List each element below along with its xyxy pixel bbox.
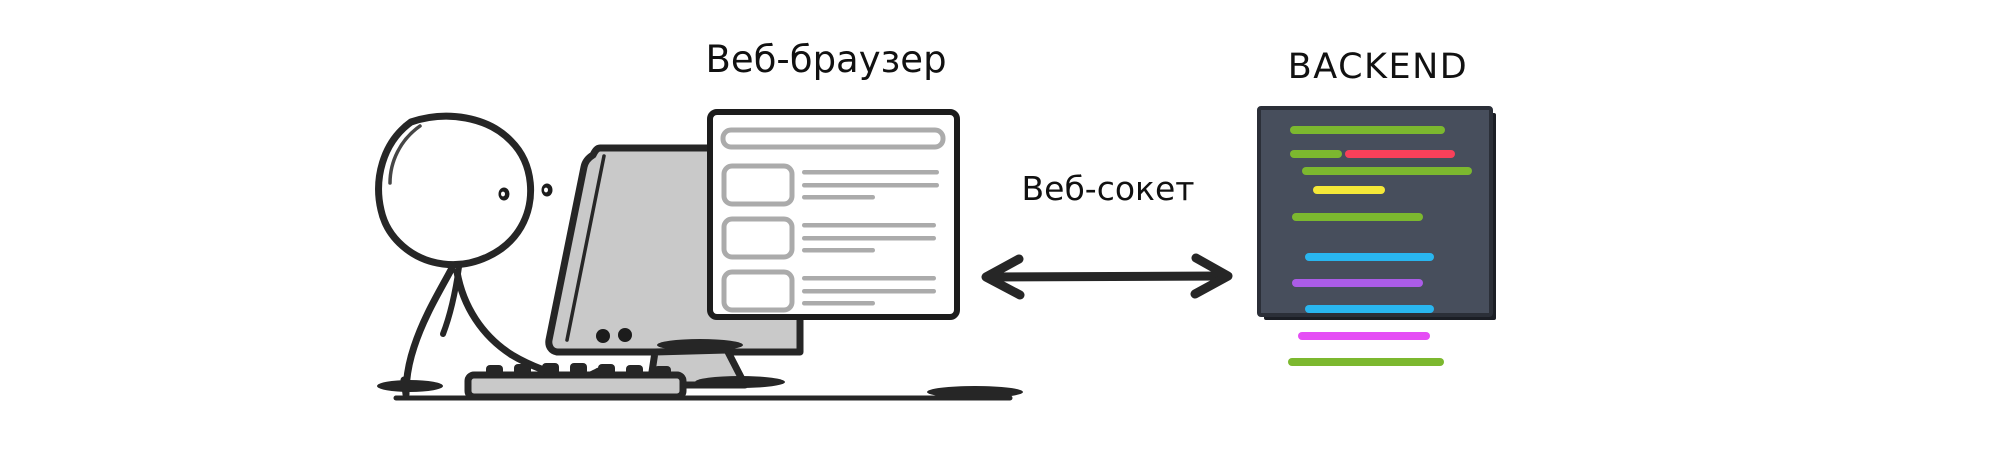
- code-line-green-1: [1290, 126, 1445, 134]
- code-line-red-1: [1345, 150, 1455, 158]
- code-line-green-2: [1290, 150, 1342, 158]
- list-item-text-line: [802, 301, 875, 306]
- keyboard: [464, 363, 687, 401]
- list-item-text-line: [802, 236, 936, 241]
- monitor-led-2: [618, 328, 632, 342]
- list-item-text-line: [802, 223, 936, 228]
- keyboard-keys: [486, 363, 671, 378]
- code-line-blue-1: [1305, 253, 1434, 261]
- foot: [377, 380, 443, 392]
- backend-label: BACKEND: [1288, 47, 1468, 87]
- browser-window[interactable]: [707, 109, 960, 320]
- stand-shadow: [657, 339, 743, 351]
- stand-base: [695, 376, 785, 388]
- list-item-text-line: [802, 170, 939, 175]
- eye-right-glint: [544, 187, 548, 193]
- browser-frame: [707, 109, 960, 320]
- code-line-green-5: [1288, 358, 1444, 366]
- backend-panel: [1257, 106, 1496, 366]
- code-line-blue-2: [1305, 305, 1434, 313]
- connection-label: Веб-сокет: [1022, 169, 1195, 208]
- head: [375, 112, 535, 269]
- browser-label: Веб-браузер: [705, 38, 946, 81]
- websocket-arrow: [981, 253, 1233, 300]
- list-item-text-line: [802, 289, 936, 294]
- code-line-yellow-1: [1313, 186, 1385, 194]
- list-item-text-line: [802, 276, 936, 281]
- code-line-green-4: [1292, 213, 1423, 221]
- head-highlight: [388, 124, 422, 185]
- list-item-text-line: [802, 183, 939, 188]
- keyboard-body: [464, 371, 687, 401]
- arrow-head-left: [981, 254, 1025, 300]
- arrow-shaft: [985, 271, 1227, 282]
- list-item-text-line: [802, 195, 875, 200]
- list-item-thumbnail[interactable]: [721, 216, 795, 260]
- backend-code-lines: [1288, 126, 1472, 366]
- eye-left-glint: [501, 191, 505, 197]
- list-item-thumbnail[interactable]: [721, 163, 795, 207]
- code-line-green-3: [1302, 167, 1472, 175]
- code-line-magenta-1: [1298, 332, 1430, 340]
- monitor-led-1: [596, 329, 610, 343]
- arrow-head-right: [1190, 253, 1233, 299]
- backend-panel-body: [1257, 106, 1493, 317]
- code-line-purple-1: [1292, 279, 1423, 287]
- list-item-thumbnail[interactable]: [721, 269, 795, 313]
- address-bar[interactable]: [720, 127, 946, 150]
- monitor-bezel-line: [565, 154, 606, 342]
- list-item-text-line: [802, 248, 875, 253]
- desk-blob-right: [927, 386, 1023, 398]
